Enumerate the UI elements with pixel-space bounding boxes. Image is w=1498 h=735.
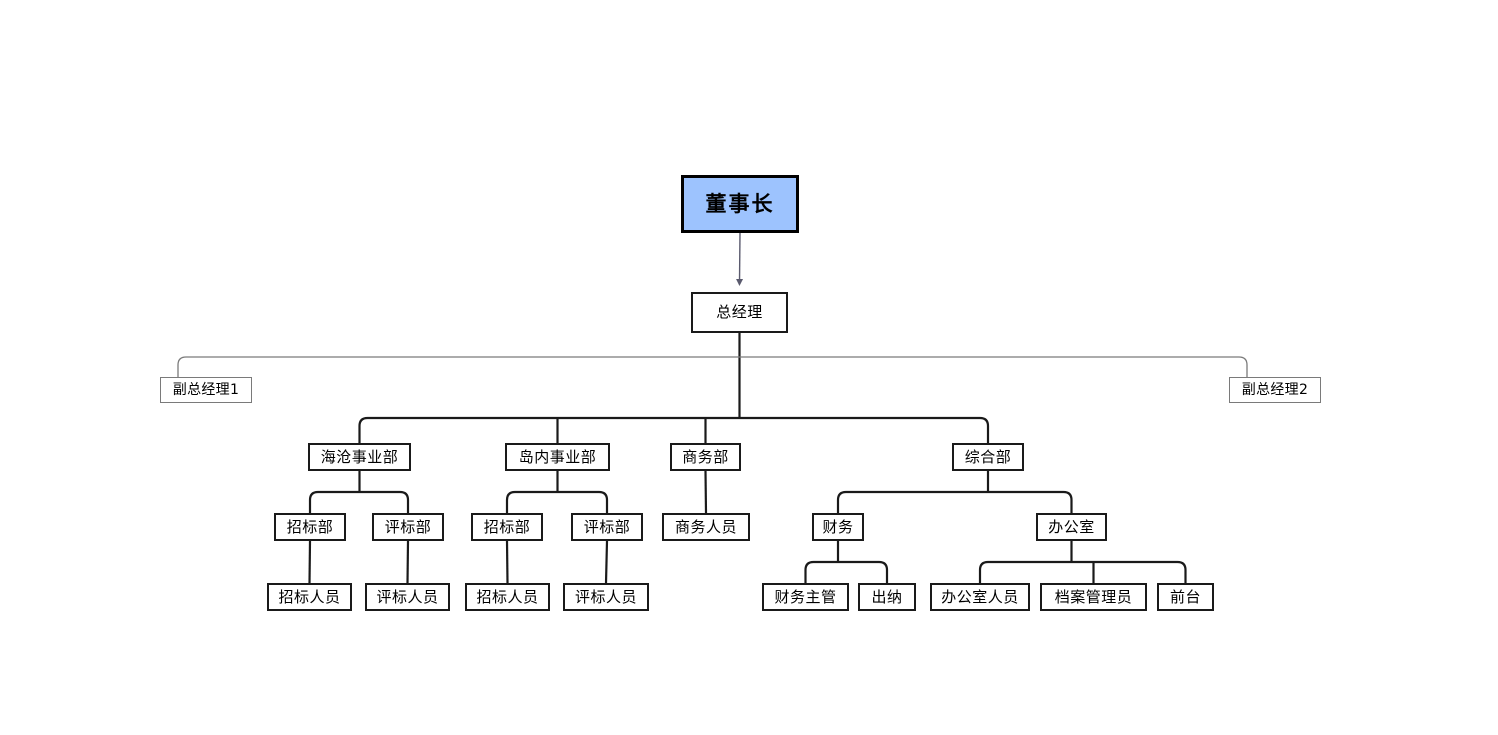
org-node-hc-bid[interactable]: 招标部 — [274, 513, 346, 541]
org-node-label: 综合部 — [964, 447, 1012, 466]
org-node-label: 招标人员 — [476, 587, 539, 606]
org-node-label: 招标部 — [286, 517, 334, 536]
org-node-label: 商务人员 — [674, 517, 737, 536]
org-node-label: 招标人员 — [278, 587, 341, 606]
org-node-dn-bid-staff[interactable]: 招标人员 — [465, 583, 550, 611]
org-node-label: 评标部 — [384, 517, 432, 536]
org-node-dept-business[interactable]: 商务部 — [670, 443, 741, 471]
org-node-label: 董事长 — [705, 191, 775, 216]
connector — [308, 540, 312, 584]
org-node-finance-head[interactable]: 财务主管 — [762, 583, 849, 611]
org-node-label: 海沧事业部 — [320, 447, 399, 466]
org-node-reception[interactable]: 前台 — [1157, 583, 1214, 611]
org-node-label: 前台 — [1169, 587, 1201, 606]
connector — [177, 356, 1248, 377]
org-node-label: 副总经理1 — [172, 382, 240, 398]
org-node-hc-eval-staff[interactable]: 评标人员 — [365, 583, 450, 611]
org-node-finance[interactable]: 财务 — [812, 513, 864, 541]
org-node-business-staff[interactable]: 商务人员 — [662, 513, 750, 541]
org-node-dn-bid[interactable]: 招标部 — [471, 513, 543, 541]
org-node-hc-bid-staff[interactable]: 招标人员 — [267, 583, 352, 611]
org-node-label: 办公室 — [1048, 517, 1095, 536]
connector — [358, 416, 990, 443]
org-node-cashier[interactable]: 出纳 — [858, 583, 916, 611]
org-node-label: 评标人员 — [574, 587, 637, 606]
org-node-div-haicang[interactable]: 海沧事业部 — [308, 443, 411, 471]
org-node-label: 办公室人员 — [941, 587, 1019, 606]
org-node-label: 商务部 — [682, 447, 729, 466]
org-node-label: 评标部 — [583, 517, 631, 536]
connector — [804, 560, 889, 583]
org-node-label: 出纳 — [871, 587, 903, 606]
org-node-archivist[interactable]: 档案管理员 — [1040, 583, 1147, 611]
connector — [736, 232, 744, 286]
org-node-deputy1[interactable]: 副总经理1 — [160, 377, 252, 403]
connector — [406, 540, 410, 584]
org-node-chairman[interactable]: 董事长 — [681, 175, 799, 233]
connector — [505, 540, 509, 584]
org-node-label: 总经理 — [716, 303, 763, 321]
org-node-dn-eval-staff[interactable]: 评标人员 — [563, 583, 649, 611]
org-node-label: 财务 — [822, 517, 854, 536]
org-node-office-staff[interactable]: 办公室人员 — [930, 583, 1030, 611]
org-node-label: 招标部 — [483, 517, 531, 536]
org-node-dn-eval[interactable]: 评标部 — [571, 513, 643, 541]
org-node-label: 副总经理2 — [1241, 382, 1309, 398]
org-node-gm[interactable]: 总经理 — [691, 292, 788, 333]
connector — [604, 540, 609, 584]
connector — [308, 490, 410, 513]
org-node-dept-general[interactable]: 综合部 — [952, 443, 1024, 471]
connector — [505, 490, 609, 513]
org-node-office[interactable]: 办公室 — [1036, 513, 1107, 541]
org-node-deputy2[interactable]: 副总经理2 — [1229, 377, 1321, 403]
connector — [836, 490, 1073, 513]
org-node-label: 岛内事业部 — [518, 447, 597, 466]
org-node-div-daonei[interactable]: 岛内事业部 — [505, 443, 610, 471]
connector — [978, 560, 1187, 583]
org-node-label: 评标人员 — [376, 587, 439, 606]
connector — [704, 470, 708, 514]
org-node-label: 档案管理员 — [1054, 587, 1133, 606]
org-node-hc-eval[interactable]: 评标部 — [372, 513, 444, 541]
org-node-label: 财务主管 — [774, 587, 837, 606]
